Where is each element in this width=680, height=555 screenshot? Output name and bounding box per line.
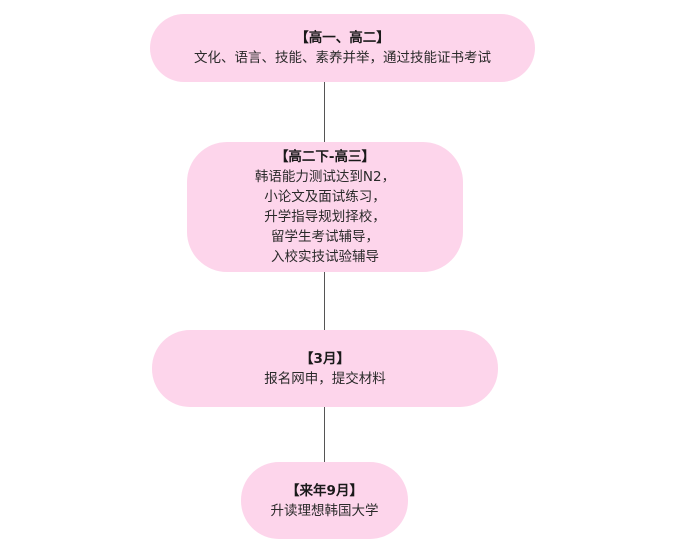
node-title: 【3月】: [300, 350, 350, 367]
connector-1-2: [324, 82, 325, 142]
node-grade-1-2: 【高一、高二】 文化、语言、技能、素养并举，通过技能证书考试: [150, 14, 535, 82]
node-title: 【高二下-高三】: [274, 149, 376, 165]
node-title: 【高一、高二】: [295, 30, 390, 46]
connector-3-4: [324, 407, 325, 462]
node-grade-2-3: 【高二下-高三】 韩语能力测试达到N2， 小论文及面试练习， 升学指导规划择校，…: [187, 142, 463, 272]
node-body: 报名网申，提交材料: [264, 370, 386, 387]
node-next-september: 【来年9月】 升读理想韩国大学: [241, 462, 408, 539]
node-body: 升读理想韩国大学: [270, 502, 379, 519]
node-body: 韩语能力测试达到N2， 小论文及面试练习， 升学指导规划择校， 留学生考试辅导，…: [254, 169, 396, 265]
node-body: 文化、语言、技能、素养并举，通过技能证书考试: [194, 50, 491, 66]
node-title: 【来年9月】: [286, 482, 363, 499]
node-march: 【3月】 报名网申，提交材料: [152, 330, 498, 407]
connector-2-3: [324, 272, 325, 330]
